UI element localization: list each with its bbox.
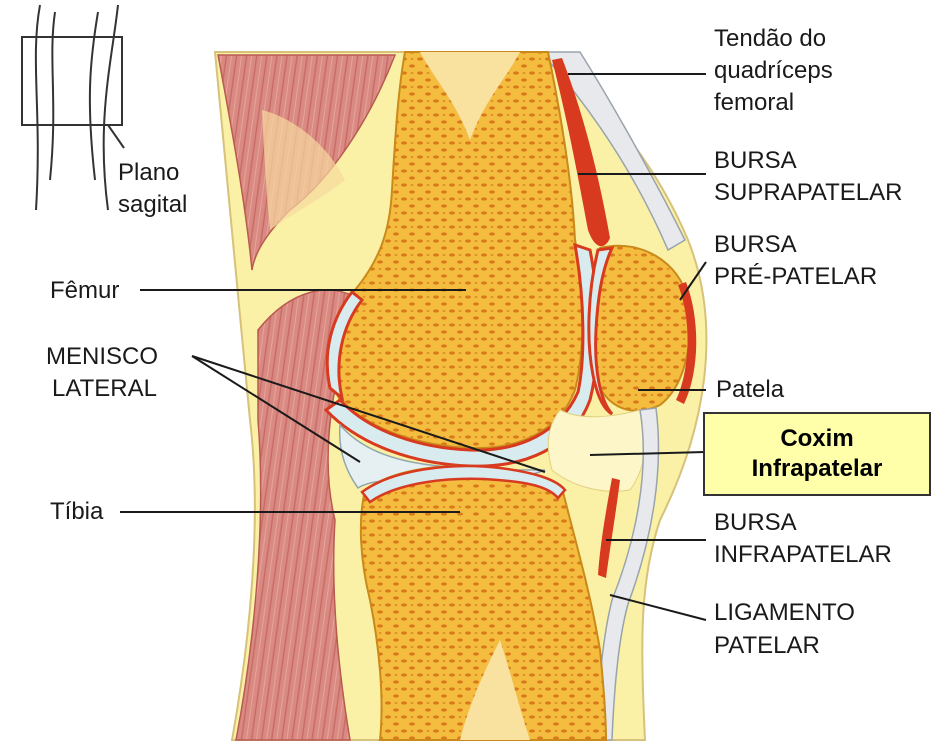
label-quadriceps-tendon-line-2: quadríceps xyxy=(714,57,833,84)
label-patellar-ligament-line-1: LIGAMENTO xyxy=(714,599,855,626)
highlight-line-1: Coxim xyxy=(780,425,854,452)
tibia-medullary xyxy=(460,640,530,740)
label-sagittal-plane-line-1: Plano xyxy=(118,159,180,186)
patellar-ligament xyxy=(595,407,660,741)
patella-cartilage xyxy=(587,246,615,416)
leader-meniscus-2 xyxy=(191,355,546,473)
label-prepatellar-bursa-line-2: PRÉ-PATELAR xyxy=(714,263,878,290)
label-tibia: Tíbia xyxy=(50,498,104,525)
label-infrapatellar-bursa-line-2: INFRAPATELAR xyxy=(714,541,892,568)
label-patella: Patela xyxy=(716,376,785,403)
quadriceps-tendon xyxy=(547,51,686,252)
label-lateral-meniscus-line-1: MENISCO xyxy=(46,343,159,370)
leader-meniscus-1 xyxy=(191,355,361,463)
label-femur: Fêmur xyxy=(50,277,120,304)
label-quadriceps-tendon-line-1: Tendão do xyxy=(714,25,827,52)
highlight-line-2: Infrapatelar xyxy=(751,455,883,482)
leader-patellar-ligament xyxy=(609,594,707,621)
label-patellar-ligament-line-2: PATELAR xyxy=(714,632,820,659)
label-suprapatellar-bursa-line-2: SUPRAPATELAR xyxy=(714,179,903,206)
femur-bone xyxy=(329,51,584,450)
suprapatellar-bursa-shape xyxy=(552,58,610,247)
femur-medullary xyxy=(420,52,520,140)
femur-posterior-cartilage xyxy=(325,289,365,402)
thigh-muscle-band xyxy=(262,110,345,230)
label-lateral-meniscus-line-2: LATERAL xyxy=(52,375,157,402)
label-infrapatellar-bursa-line-1: BURSA xyxy=(714,509,797,536)
infrapatellar-bursa-shape xyxy=(598,478,620,578)
label-prepatellar-bursa-line-1: BURSA xyxy=(714,231,797,258)
leader-lines xyxy=(120,73,707,621)
leader-prepatellar-bursa xyxy=(679,261,707,301)
highlight-box-infrapatellar-fat-pad: Coxim Infrapatelar xyxy=(703,412,931,496)
tibia-cartilage xyxy=(360,464,567,504)
prepatellar-bursa-shape xyxy=(676,282,697,404)
leader-fat-pad xyxy=(589,451,706,456)
infrapatellar-fat-pad xyxy=(547,409,646,492)
leg-thumbnail xyxy=(21,4,125,211)
label-suprapatellar-bursa-line-1: BURSA xyxy=(714,147,797,174)
label-quadriceps-tendon-line-3: femoral xyxy=(714,89,795,116)
label-sagittal-plane-line-2: sagital xyxy=(118,191,188,218)
